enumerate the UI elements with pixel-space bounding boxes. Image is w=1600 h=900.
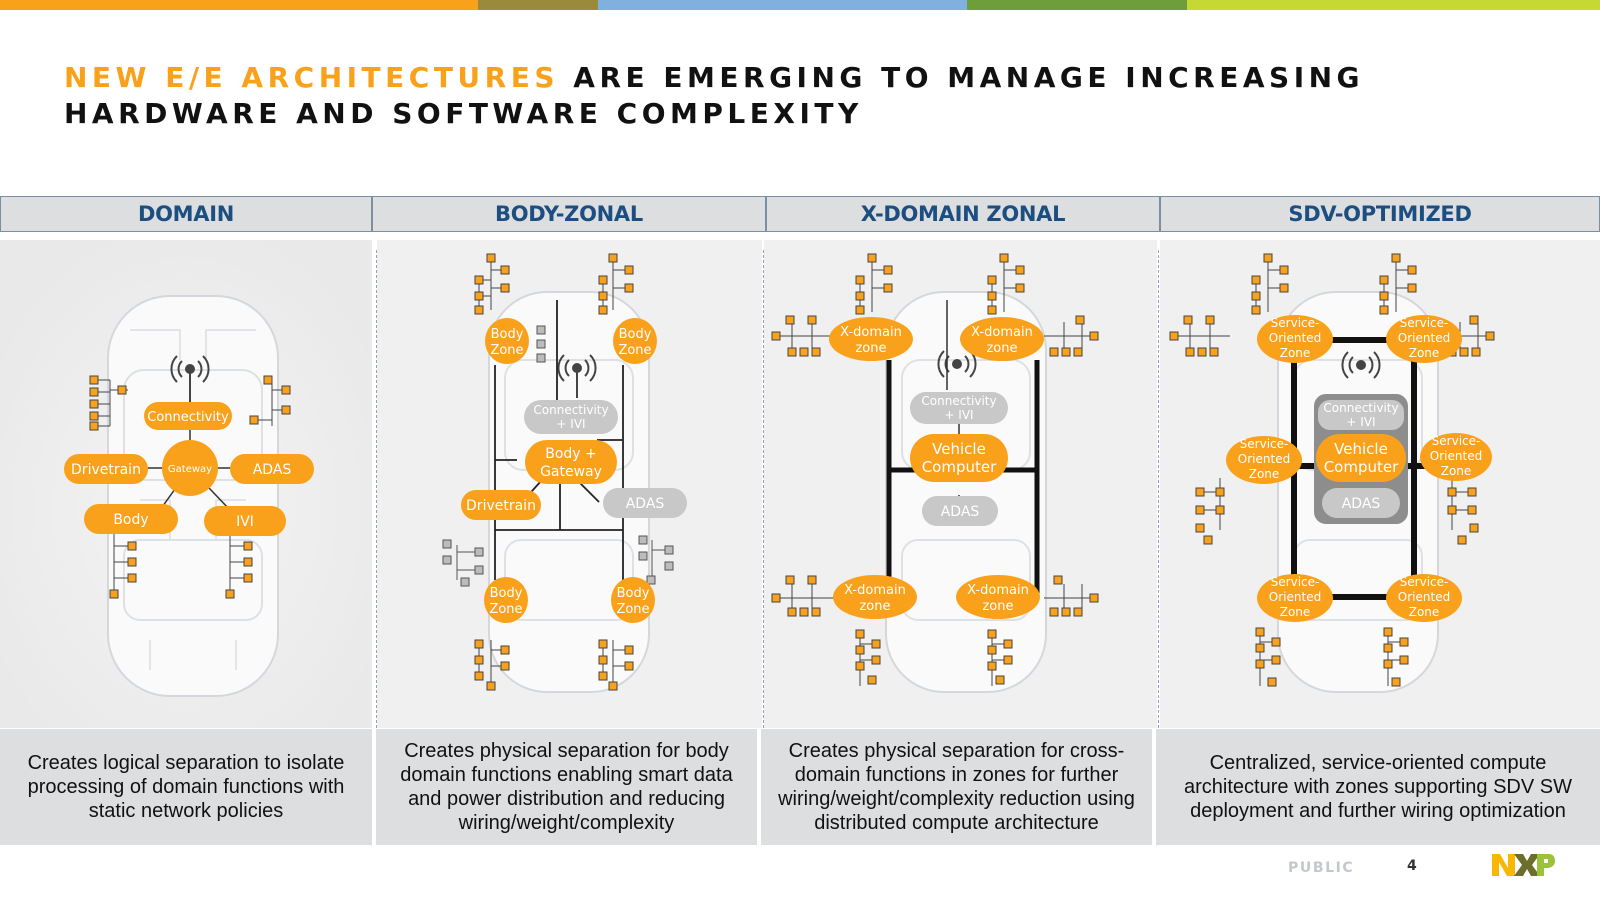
sdv-optimized-diagram: Service- Oriented Zone Service- Oriented… <box>1160 240 1600 728</box>
column-divider <box>376 250 377 728</box>
zone-node-label: Oriented <box>1238 452 1290 466</box>
zone-node-label: X-domain <box>971 325 1033 340</box>
zone-node-label: Service- <box>1271 575 1320 589</box>
zone-node-label: Zone <box>618 343 651 358</box>
zone-node-label: Service- <box>1432 434 1481 448</box>
zone-node-label: Zone <box>1409 605 1440 619</box>
zone-node-label: Zone <box>1280 605 1311 619</box>
column-divider <box>763 250 764 728</box>
adas-node: ADAS <box>941 504 980 520</box>
car-outline-icon <box>107 295 279 697</box>
body-node: Body <box>113 512 148 528</box>
conn-ivi-node: + IVI <box>556 417 585 431</box>
zone-node-label: Oriented <box>1430 449 1482 463</box>
sensor-tree-icon <box>89 375 291 599</box>
classification-label: PUBLIC <box>1288 860 1355 876</box>
zone-node-label: Oriented <box>1269 331 1321 345</box>
ivi-node: IVI <box>236 514 254 530</box>
conn-ivi-node: + IVI <box>1346 415 1375 429</box>
title-rest: ARE EMERGING TO MANAGE INCREASING HARDWA… <box>64 61 1365 130</box>
zone-node-label: Zone <box>1249 467 1280 481</box>
antenna-icon <box>557 354 597 398</box>
zone-node-label: X-domain <box>844 583 906 598</box>
sensor-tree-icon <box>771 253 1099 686</box>
gateway-node: Body + <box>545 446 597 462</box>
column-divider <box>1158 250 1159 728</box>
zone-node-label: Service- <box>1400 575 1449 589</box>
header-domain: DOMAIN <box>0 196 372 232</box>
title-accent: NEW E/E ARCHITECTURES <box>64 61 560 94</box>
x-domain-zonal-diagram: X-domain zone X-domain zone X-domain zon… <box>764 240 1157 728</box>
zone-node-label: Zone <box>490 343 523 358</box>
zone-node-label: Body <box>490 586 523 601</box>
antenna-icon <box>937 350 977 378</box>
sdv-optimized-description: Centralized, service-oriented compute ar… <box>1156 729 1600 845</box>
zone-node-label: Service- <box>1240 437 1289 451</box>
vehicle-computer-node: Vehicle <box>1334 440 1388 458</box>
adas-node: ADAS <box>1342 496 1381 512</box>
vehicle-computer-node: Vehicle <box>932 440 986 458</box>
zone-node-label: Body <box>619 327 652 342</box>
zone-node-label: Zone <box>616 602 649 617</box>
zone-node-label: zone <box>855 341 886 356</box>
conn-ivi-node: Connectivity <box>1323 401 1398 415</box>
header-sdv-optimized: SDV-OPTIMIZED <box>1160 196 1600 232</box>
body-zonal-diagram: Body Zone Body Zone Body Zone Body Zone … <box>377 240 762 728</box>
gateway-node: Gateway <box>168 464 212 475</box>
page-title: NEW E/E ARCHITECTURES ARE EMERGING TO MA… <box>64 60 1564 132</box>
header-body-zonal: BODY-ZONAL <box>372 196 766 232</box>
vehicle-computer-node: Computer <box>922 458 997 476</box>
sensor-tree-icon <box>1169 253 1495 687</box>
zone-node-label: Service- <box>1400 316 1449 330</box>
connectivity-node: Connectivity <box>147 410 229 425</box>
zone-node-label: Zone <box>1441 464 1472 478</box>
gateway-node: Gateway <box>540 464 602 480</box>
zone-node-label: zone <box>859 599 890 614</box>
zone-node-label: Zone <box>489 602 522 617</box>
zone-node-label: Zone <box>1409 346 1440 360</box>
zone-node-label: Oriented <box>1398 590 1450 604</box>
zone-node-label: X-domain <box>840 325 902 340</box>
conn-ivi-node: Connectivity <box>921 394 996 408</box>
zone-node-label: X-domain <box>967 583 1029 598</box>
conn-ivi-node: Connectivity <box>533 403 608 417</box>
column-headers: DOMAIN BODY-ZONAL X-DOMAIN ZONAL SDV-OPT… <box>0 196 1600 232</box>
domain-description: Creates logical separation to isolate pr… <box>0 729 372 845</box>
vehicle-computer-node: Computer <box>1324 458 1399 476</box>
brand-color-bar <box>0 0 1600 10</box>
body-zonal-description: Creates physical separation for body dom… <box>376 729 757 845</box>
x-domain-zonal-description: Creates physical separation for cross-do… <box>761 729 1152 845</box>
zone-node-label: Body <box>617 586 650 601</box>
conn-ivi-node: + IVI <box>944 408 973 422</box>
zone-node-label: Zone <box>1280 346 1311 360</box>
domain-diagram: Connectivity Gateway Drivetrain ADAS Bod… <box>0 240 372 728</box>
drivetrain-node: Drivetrain <box>71 462 141 478</box>
zone-node-label: zone <box>982 599 1013 614</box>
sensor-tree-icon <box>474 253 634 691</box>
zone-node-label: Oriented <box>1398 331 1450 345</box>
page-number: 4 <box>1407 858 1417 874</box>
zone-node-label: Body <box>491 327 524 342</box>
header-x-domain-zonal: X-DOMAIN ZONAL <box>766 196 1160 232</box>
adas-node: ADAS <box>626 496 665 512</box>
nxp-logo <box>1492 854 1555 876</box>
zone-node-label: zone <box>986 341 1017 356</box>
description-row: Creates logical separation to isolate pr… <box>0 729 1600 845</box>
antenna-icon <box>1341 351 1381 379</box>
adas-node: ADAS <box>253 462 292 478</box>
zone-node-label: Oriented <box>1269 590 1321 604</box>
zone-node-label: Service- <box>1271 316 1320 330</box>
drivetrain-node: Drivetrain <box>466 498 536 514</box>
